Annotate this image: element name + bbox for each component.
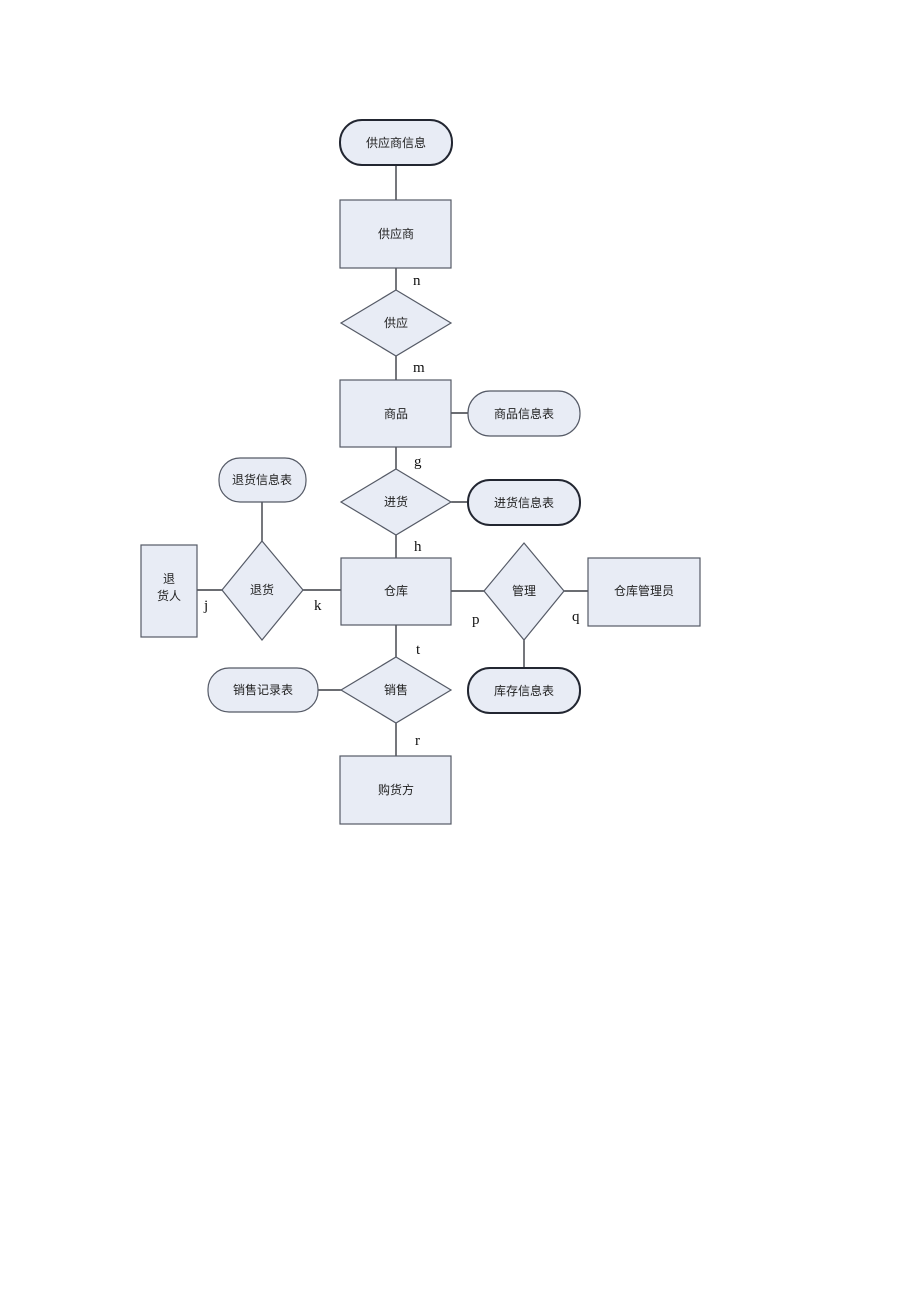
cardinality-m: m (413, 360, 425, 376)
supplier-label: 供应商 (378, 226, 414, 241)
cardinality-g: g (414, 454, 422, 470)
supplier-entity: 供应商 (339, 199, 452, 269)
goods-label: 商品 (384, 406, 408, 421)
return-info-table-node: 退货信息表 (218, 457, 307, 503)
supplier-info-node: 供应商信息 (339, 119, 453, 166)
sales-relation: 销售 (339, 656, 453, 724)
edges (197, 165, 588, 756)
cardinality-r: r (415, 733, 420, 749)
sales-record-table-node: 销售记录表 (207, 667, 319, 713)
sales-record-table-label: 销售记录表 (233, 682, 293, 697)
warehouse-entity: 仓库 (340, 557, 452, 626)
supply-relation: 供应 (339, 289, 453, 357)
purchase-relation: 进货 (339, 468, 453, 536)
manage-label: 管理 (512, 583, 536, 598)
return-info-table-label: 退货信息表 (232, 472, 292, 487)
cardinality-k: k (314, 598, 322, 614)
cardinality-h: h (414, 539, 422, 555)
goods-info-table-label: 商品信息表 (494, 406, 554, 421)
return-relation: 退货 (221, 540, 304, 641)
purchase-label: 进货 (384, 494, 408, 509)
warehouse-admin-entity: 仓库管理员 (587, 557, 701, 627)
buyer-entity: 购货方 (339, 755, 452, 825)
cardinality-j: j (203, 598, 208, 614)
returner-label-line1: 退 (163, 572, 175, 586)
returner-label-line2: 货人 (157, 588, 181, 603)
supply-label: 供应 (384, 315, 408, 330)
buyer-label: 购货方 (378, 782, 414, 797)
inventory-info-table-node: 库存信息表 (467, 667, 581, 714)
returner-entity: 退 货人 (140, 544, 198, 638)
cardinality-p: p (472, 612, 480, 628)
inventory-info-table-label: 库存信息表 (494, 683, 554, 698)
manage-relation: 管理 (483, 542, 565, 641)
warehouse-label: 仓库 (384, 583, 408, 598)
supplier-info-label: 供应商信息 (366, 135, 426, 150)
cardinality-labels: n m g h j k p q t r (203, 273, 580, 749)
purchase-info-table-label: 进货信息表 (494, 495, 554, 510)
warehouse-admin-label: 仓库管理员 (614, 583, 674, 598)
cardinality-n: n (413, 273, 421, 289)
purchase-info-table-node: 进货信息表 (467, 479, 581, 526)
goods-entity: 商品 (339, 379, 452, 448)
cardinality-q: q (572, 609, 580, 625)
sales-label: 销售 (384, 682, 408, 697)
cardinality-t: t (416, 642, 421, 658)
goods-info-table-node: 商品信息表 (467, 390, 581, 437)
return-label: 退货 (250, 582, 274, 597)
